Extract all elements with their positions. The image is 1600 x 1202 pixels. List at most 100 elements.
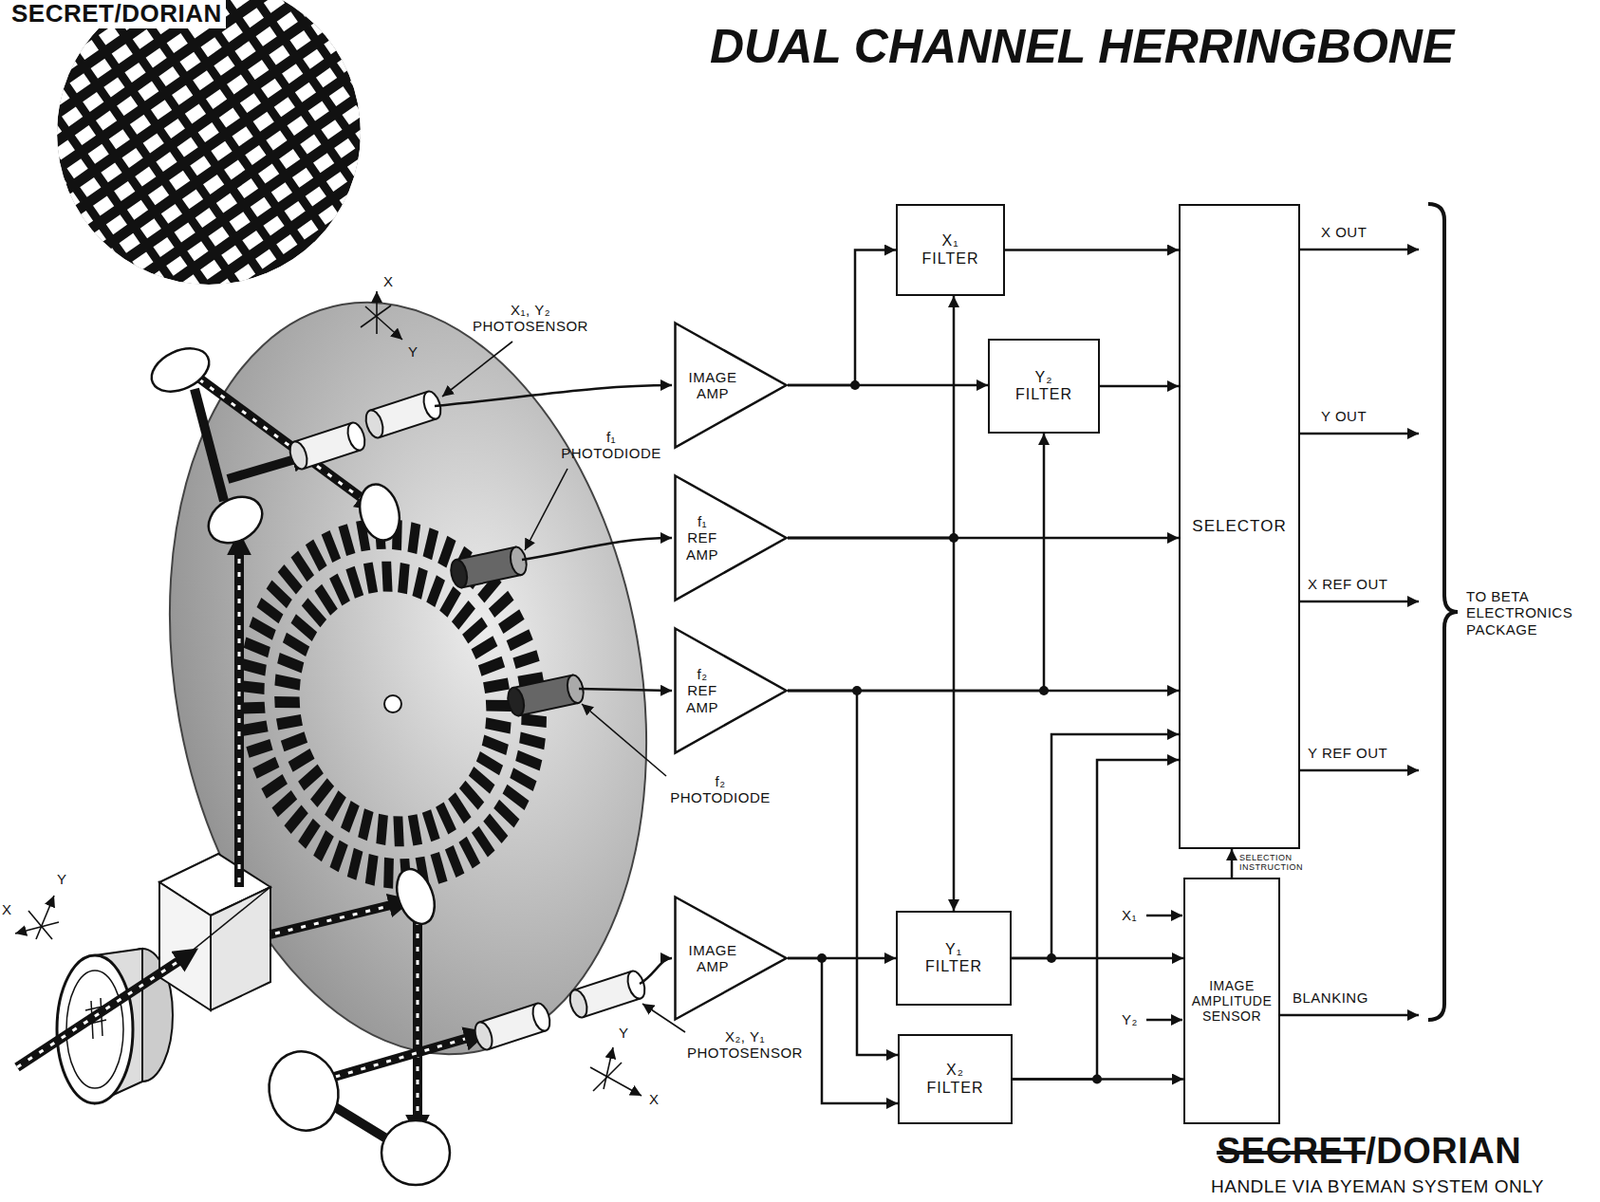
reticle-grid <box>88 144 110 165</box>
reticle-grid <box>51 225 73 246</box>
reticle-grid <box>9 254 31 275</box>
reticle-grid <box>332 0 354 21</box>
signal-name: X REF OUT <box>1307 576 1389 593</box>
light-beams <box>238 550 242 883</box>
reticle-grid <box>292 167 314 188</box>
herringbone-rings <box>240 658 267 677</box>
reticle-grid <box>87 366 109 387</box>
sensor-wires <box>434 385 672 407</box>
reticle-grid <box>140 218 162 239</box>
reticle-grid <box>368 142 390 163</box>
reticle-grid <box>241 230 263 251</box>
signal-connector <box>1011 734 1179 959</box>
photosensors <box>471 1020 495 1052</box>
reticle-grid <box>33 154 55 175</box>
herringbone-rings <box>423 527 440 560</box>
node-text-block: Y₁ FILTER <box>919 941 988 977</box>
reticle-grid <box>311 16 333 37</box>
part-label: X₂, Y₁ PHOTOSENSOR <box>681 1028 809 1062</box>
reticle-grid <box>58 191 80 212</box>
reticle-grid <box>145 270 167 291</box>
node-label: Y₁ FILTER <box>919 941 988 977</box>
photosensors <box>362 389 444 440</box>
herringbone-rings <box>397 562 410 595</box>
herringbone-rings <box>520 713 547 728</box>
light-beams <box>194 374 369 503</box>
axis-label: Y <box>618 1024 630 1042</box>
reticle-grid <box>43 36 65 56</box>
reticle-grid <box>79 177 101 198</box>
herringbone-rings <box>297 763 324 791</box>
reticle-grid <box>0 217 4 238</box>
node-text-block: IMAGE AMP <box>683 942 743 976</box>
reticle-grid <box>158 289 180 310</box>
herringbone-rings <box>337 523 355 557</box>
reticle-grid <box>478 120 500 141</box>
reticle-grid <box>90 280 112 301</box>
reticle-grid <box>399 231 421 252</box>
reticle-grid <box>9 32 31 53</box>
reticle-grid <box>391 42 413 63</box>
reticle-grid <box>378 246 400 267</box>
herringbone-rings <box>305 539 328 573</box>
reticle-grid <box>27 102 49 123</box>
mirrors <box>390 864 442 931</box>
reticle-grid <box>48 88 70 109</box>
reticle-grid <box>176 137 198 158</box>
reticle-grid <box>37 206 59 227</box>
reticle-grid <box>168 392 190 413</box>
reticle-grid <box>72 210 94 231</box>
reticle-grid <box>166 256 187 277</box>
signal-connector <box>787 384 988 388</box>
reticle-grid <box>381 161 403 182</box>
reticle-grid <box>407 198 428 219</box>
reticle-grid <box>234 40 256 61</box>
reticle-grid <box>192 70 214 91</box>
photosensors <box>362 408 386 440</box>
reticle-grid <box>396 93 418 114</box>
light-beams <box>17 960 181 1068</box>
reticle-grid <box>244 145 266 166</box>
reticle-grid <box>305 186 327 206</box>
reticle-grid <box>313 152 335 173</box>
reticle-grid <box>131 252 153 273</box>
signal-connector <box>787 296 954 539</box>
reticle-grid <box>423 131 445 152</box>
sensor-wires <box>639 958 672 985</box>
reticle-grid <box>426 46 447 67</box>
reticle-grid <box>0 79 2 100</box>
reticle-grid <box>69 73 91 94</box>
reticle-grid <box>0 236 18 257</box>
signal-connector <box>1004 248 1179 252</box>
signal-name: X₁ <box>1121 907 1137 924</box>
reticle-grid <box>302 49 324 70</box>
light-beams <box>412 915 423 1125</box>
junction-dot <box>1092 1075 1102 1085</box>
reticle-grid <box>276 234 298 255</box>
herringbone-rings <box>274 696 300 708</box>
reticle-grid <box>137 303 159 324</box>
reticle-grid <box>430 98 452 119</box>
reticle-grid <box>284 201 306 222</box>
herringbone-rings <box>488 591 515 618</box>
reticle-grid <box>504 158 526 179</box>
herringbone-rings <box>324 790 347 822</box>
reticle-grid <box>195 207 217 228</box>
reticle-grid <box>354 123 376 144</box>
reticle-grid <box>19 135 41 156</box>
light-beams <box>227 457 302 480</box>
herringbone-rings <box>277 652 304 674</box>
reticle-grid <box>210 141 232 162</box>
axis-symbols <box>375 291 378 335</box>
axis-symbols <box>28 911 53 940</box>
amplifier-triangle: IMAGE AMP <box>673 895 788 1022</box>
signal-connector <box>1012 760 1179 1080</box>
herringbone-rings <box>383 857 394 890</box>
reticle-grid <box>268 44 290 65</box>
photosensors <box>286 420 368 471</box>
herringbone-rings <box>363 561 378 594</box>
reticle-grid <box>48 310 70 331</box>
axis-symbols <box>36 895 55 940</box>
node-label: SELECTOR <box>1184 517 1295 537</box>
reticle-grid <box>427 183 449 204</box>
